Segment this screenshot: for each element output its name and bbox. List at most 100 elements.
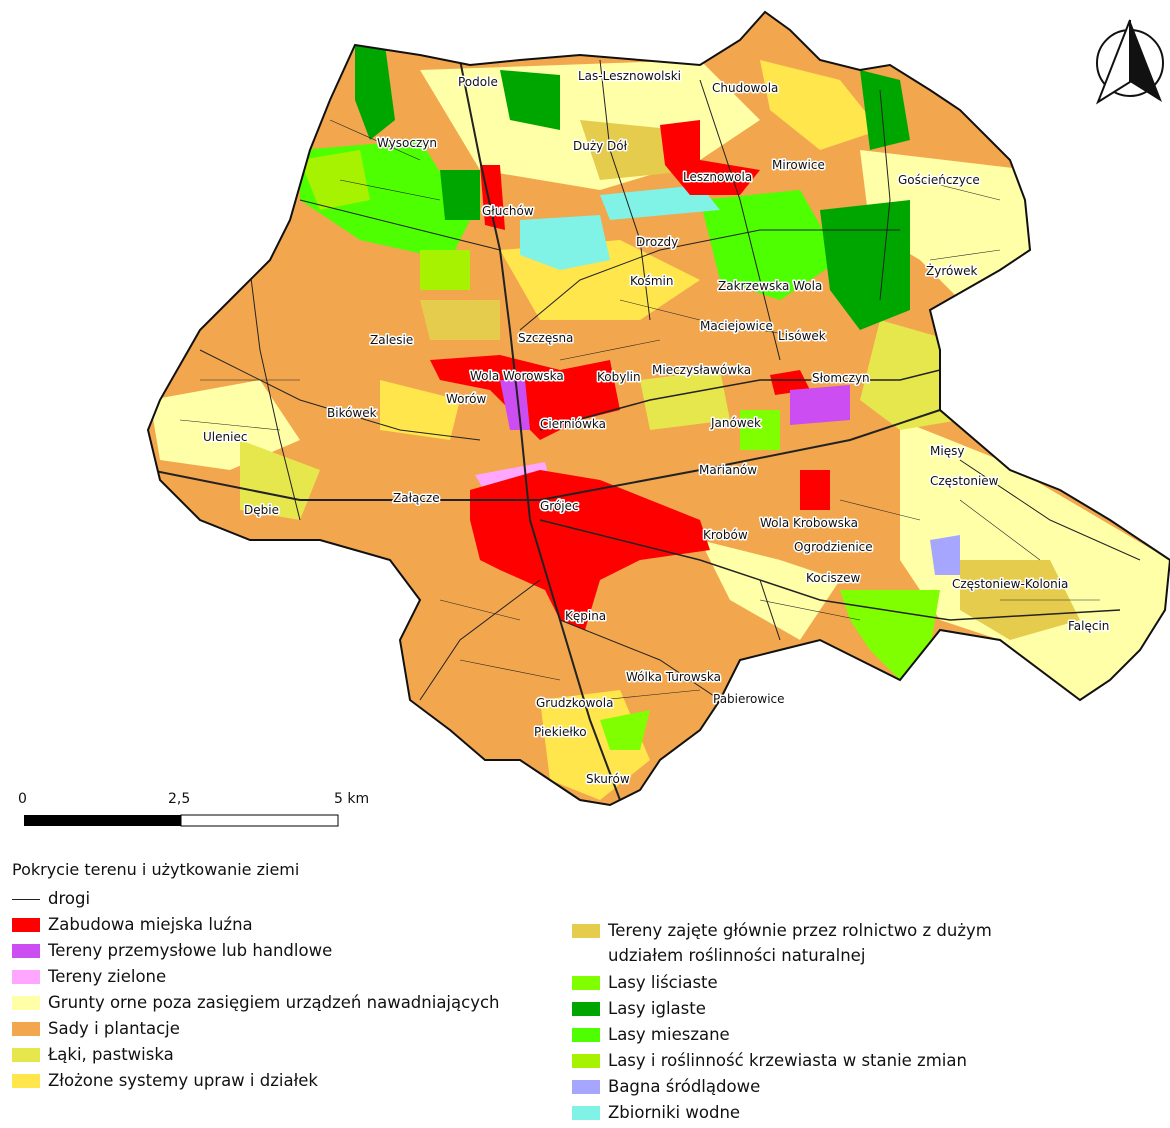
- legend-color-swatch: [12, 970, 40, 984]
- place-label: Maciejowice: [700, 319, 773, 333]
- place-label: Falęcin: [1068, 619, 1109, 633]
- arable-land-area: [860, 150, 1030, 300]
- place-label: Częstoniew: [930, 474, 999, 488]
- arable-land-area: [150, 380, 300, 470]
- legend-item: Lasy mieszane: [572, 1024, 1038, 1050]
- road: [559, 619, 721, 701]
- legend-color-swatch: [572, 976, 600, 990]
- complex-cultivation-area: [760, 60, 880, 150]
- scale-tick-label: 5 km: [334, 791, 369, 807]
- coniferous-forest-area: [355, 45, 395, 140]
- legend-item-label: Sady i plantacje: [48, 1019, 180, 1038]
- legend-item-label: Lasy mieszane: [608, 1025, 730, 1044]
- legend-item-label: Zabudowa miejska luźna: [48, 915, 253, 934]
- legend-color-swatch: [12, 1048, 40, 1062]
- place-label: Skurów: [586, 772, 630, 786]
- water-body-area: [520, 215, 610, 270]
- place-label: Kępina: [565, 609, 606, 623]
- transitional-woodland-area: [420, 250, 470, 290]
- road: [519, 229, 900, 331]
- place-label: Worów: [446, 392, 487, 406]
- legend-item-label: Tereny zajęte głównie przez rolnictwo z …: [608, 921, 992, 965]
- place-label: Mięsy: [930, 444, 964, 458]
- transitional-woodland-area: [300, 150, 370, 210]
- legend-item-label: Bagna śródlądowe: [608, 1077, 761, 1096]
- road: [879, 89, 891, 301]
- road-main-north-south: [459, 59, 621, 801]
- place-label: Pabierowice: [713, 692, 785, 706]
- coniferous-forest-area: [860, 70, 910, 150]
- legend-color-swatch: [572, 1002, 600, 1016]
- place-label: Krobów: [703, 528, 748, 542]
- place-label: Cierniówka: [540, 417, 606, 431]
- legend-item: Tereny zajęte głównie przez rolnictwo z …: [572, 920, 1038, 972]
- legend-color-swatch: [572, 1106, 600, 1120]
- legend-item: Lasy liściaste: [572, 972, 1038, 998]
- legend-color-swatch: [12, 996, 40, 1010]
- legend-item-label: Lasy i roślinność krzewiasta w stanie zm…: [608, 1051, 967, 1070]
- legend-item-label: Lasy iglaste: [608, 999, 706, 1018]
- coniferous-forest-area: [500, 70, 560, 130]
- legend-item-label: Lasy liściaste: [608, 973, 718, 992]
- road: [599, 59, 651, 321]
- legend-color-swatch: [572, 1028, 600, 1042]
- legend-item: Sady i plantacje: [12, 1018, 500, 1044]
- legend-item: Lasy i roślinność krzewiasta w stanie zm…: [572, 1050, 1038, 1076]
- legend-item: Złożone systemy upraw i działek: [12, 1070, 500, 1096]
- urban-fabric-area: [800, 470, 830, 510]
- scale-bar: 0 2,5 5 km: [18, 791, 369, 827]
- place-label: Duży Dół: [573, 139, 628, 153]
- scale-bar-white-segment: [180, 814, 339, 827]
- road: [759, 579, 781, 641]
- broadleaf-forest-area: [740, 410, 780, 450]
- coniferous-forest-area: [440, 170, 480, 220]
- place-label: Kośmin: [630, 274, 674, 288]
- urban-fabric-area: [770, 370, 810, 395]
- place-label: Szczęsna: [518, 331, 573, 345]
- place-label: Las-Lesznowolski: [578, 69, 681, 83]
- road: [299, 199, 501, 251]
- place-label: Piekiełko: [534, 725, 587, 739]
- place-label: Bikówek: [327, 406, 377, 420]
- place-label: Gościeńczyce: [898, 173, 980, 187]
- place-labels: Podole Las-Lesznowolski Chudowola Wysocz…: [202, 68, 1111, 788]
- legend-item-label: Grunty orne poza zasięgiem urządzeń nawa…: [48, 993, 500, 1012]
- north-arrow-left-half: [1095, 19, 1131, 105]
- legend-item: Bagna śródlądowe: [572, 1076, 1038, 1102]
- place-label: Dębie: [244, 503, 279, 517]
- legend-color-swatch: [12, 1022, 40, 1036]
- coniferous-forest-area: [820, 200, 910, 330]
- place-label: Grudzkowola: [536, 696, 613, 710]
- legend-item: Zabudowa miejska luźna: [12, 914, 500, 940]
- land-cover-map: Podole Las-Lesznowolski Chudowola Wysocz…: [18, 10, 1170, 827]
- legend-item: Łąki, pastwiska: [12, 1044, 500, 1070]
- inland-marsh-area: [930, 535, 960, 575]
- legend-color-swatch: [572, 1054, 600, 1068]
- north-arrow: [1095, 19, 1164, 105]
- legend-column-right: Tereny zajęte głównie przez rolnictwo z …: [572, 920, 1038, 1128]
- meadows-area: [640, 370, 730, 430]
- legend-item-label: Zbiorniki wodne: [608, 1103, 741, 1122]
- legend-title: Pokrycie terenu i użytkowanie ziemi: [12, 860, 300, 879]
- legend-item: Zbiorniki wodne: [572, 1102, 1038, 1128]
- place-label: Żyrówek: [926, 263, 978, 278]
- place-label: Głuchów: [482, 204, 534, 218]
- road: [419, 579, 541, 701]
- place-label: Janówek: [710, 416, 761, 430]
- place-label: Załącze: [393, 491, 440, 505]
- place-label: Zakrzewska Wola: [718, 279, 822, 293]
- place-label: Kociszew: [806, 571, 860, 585]
- place-label: Wola Worowska: [470, 369, 564, 383]
- place-label: Wola Krobowska: [760, 516, 858, 530]
- mixed-forest-area: [700, 190, 840, 300]
- road: [199, 349, 481, 441]
- scale-tick-label: 0: [18, 791, 27, 807]
- place-label: Lisówek: [778, 329, 826, 343]
- industrial-area: [500, 380, 530, 430]
- arable-land-area: [700, 540, 840, 640]
- north-arrow-right-half: [1130, 20, 1162, 102]
- place-label: Zalesie: [370, 333, 413, 347]
- place-label: Ogrodzienice: [794, 540, 873, 554]
- legend-item: Lasy iglaste: [572, 998, 1038, 1024]
- legend-item: Tereny przemysłowe lub handlowe: [12, 940, 500, 966]
